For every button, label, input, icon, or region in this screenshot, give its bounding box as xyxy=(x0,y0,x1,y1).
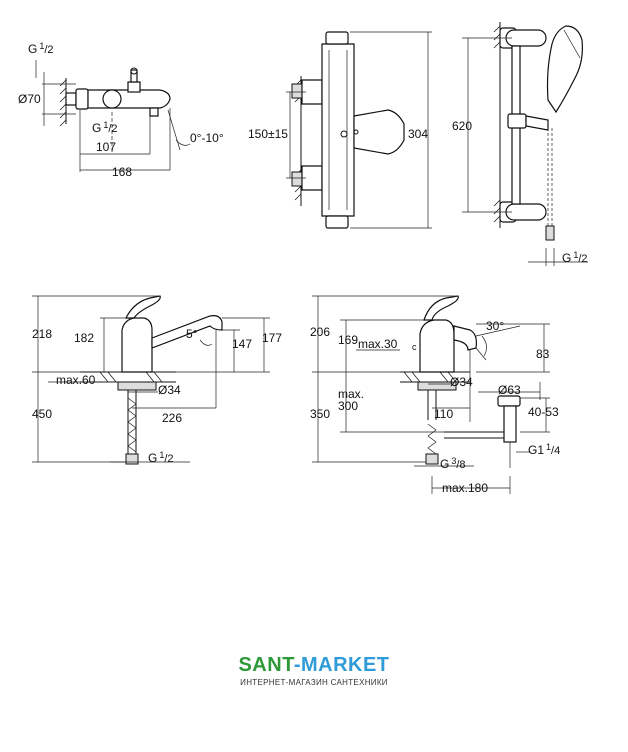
dim-angle-5: 5° xyxy=(186,327,198,341)
dim-dia34: Ø34 xyxy=(158,383,181,397)
brand-name-part1: SANT xyxy=(238,654,294,676)
dim-304: 304 xyxy=(408,127,428,141)
dim-226: 226 xyxy=(162,411,182,425)
dim-350: 350 xyxy=(310,407,330,421)
dim-dia63: Ø63 xyxy=(498,383,521,397)
dim-angle-30: 30° xyxy=(486,319,504,333)
dim-diameter-70: Ø70 xyxy=(18,92,41,106)
dim-max60: max.60 xyxy=(56,373,96,387)
dim-83: 83 xyxy=(536,347,550,361)
dim-620: 620 xyxy=(452,119,472,133)
dim-206: 206 xyxy=(310,325,330,339)
dim-107: 107 xyxy=(96,140,116,154)
dim-max300-a: max. xyxy=(338,387,364,401)
dim-177: 177 xyxy=(262,331,282,345)
thermostat-view: 150±15 304 xyxy=(248,31,432,229)
brand-name-part2: -MARKET xyxy=(293,654,390,676)
dim-40-53: 40-53 xyxy=(528,405,559,419)
dim-max300-b: 300 xyxy=(338,399,358,413)
basin-mixer-view: c 206 169 max.30 30° 83 xyxy=(310,295,560,495)
dim-dia34-basin: Ø34 xyxy=(450,375,473,389)
dim-max180: max.180 xyxy=(442,481,488,495)
dim-147: 147 xyxy=(232,337,252,351)
brand-logo: SANT-MARKET xyxy=(0,654,628,677)
dim-182: 182 xyxy=(74,331,94,345)
dim-168: 168 xyxy=(112,165,132,179)
dim-218: 218 xyxy=(32,327,52,341)
dim-110: 110 xyxy=(434,407,453,421)
basin-mark: c xyxy=(412,342,417,352)
dim-angle: 0°-10° xyxy=(190,131,224,145)
dim-150: 150±15 xyxy=(248,127,288,141)
dim-450: 450 xyxy=(32,407,52,421)
brand-tagline: ИНТЕРНЕТ-МАГАЗИН САНТЕХНИКИ xyxy=(240,678,388,687)
dim-max30: max.30 xyxy=(358,337,398,351)
dim-169: 169 xyxy=(338,333,358,347)
